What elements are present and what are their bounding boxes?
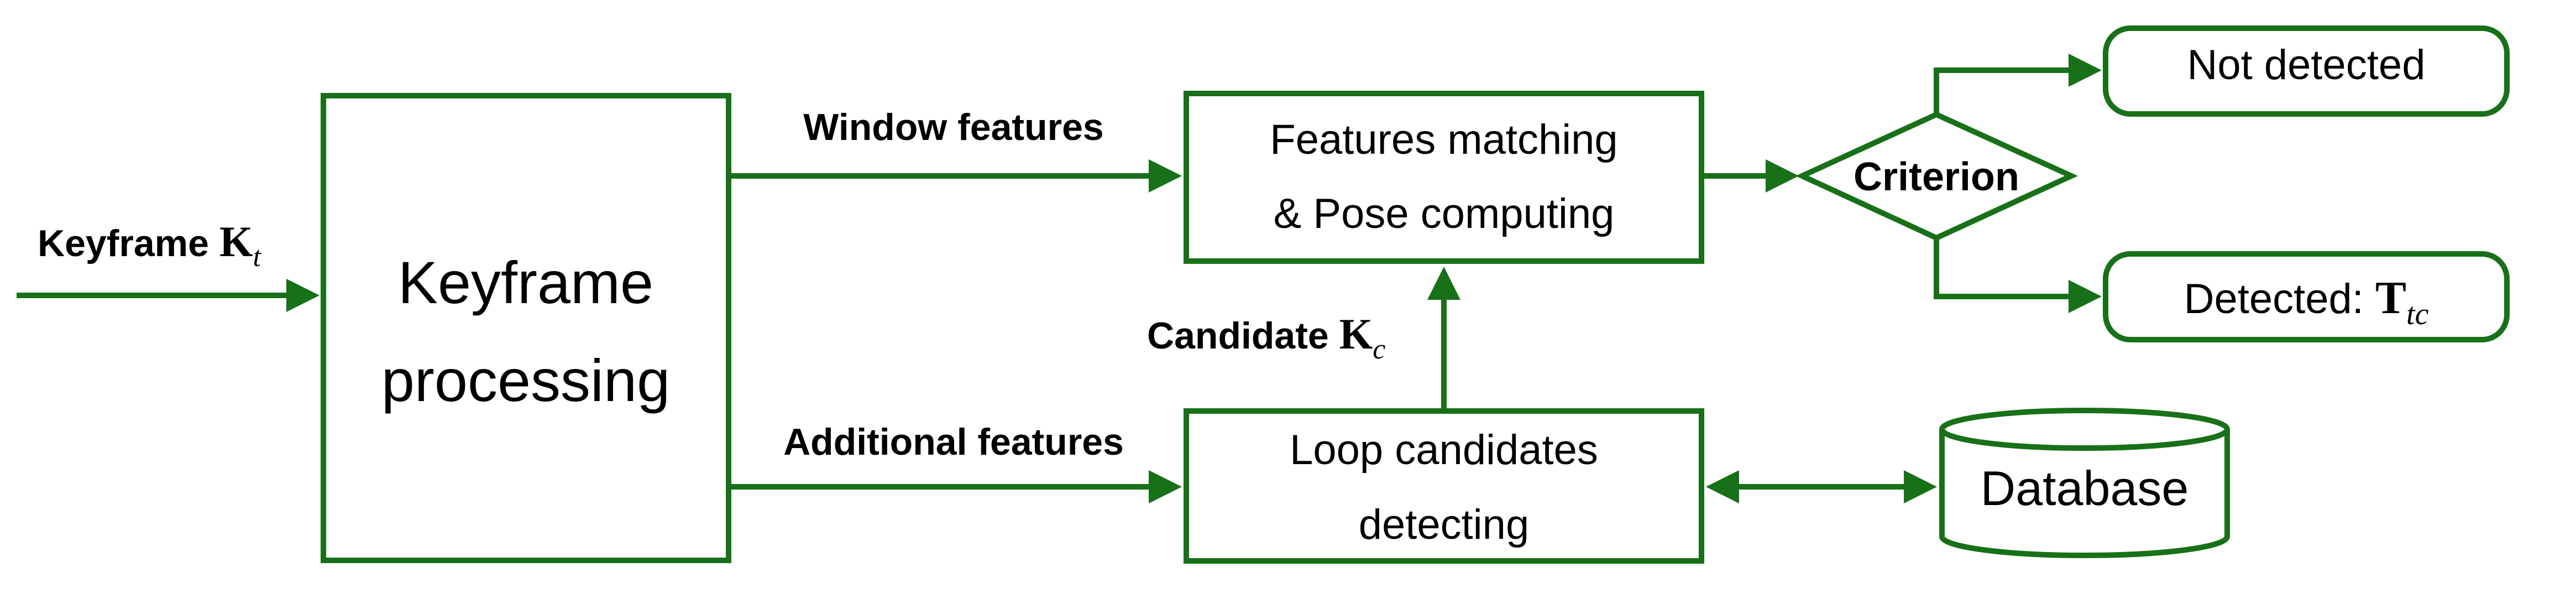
window-features-label: Window features [803,106,1103,148]
candidate-label: Candidate Kc [1147,310,1385,365]
keyframe-input-text: Keyframe [38,222,219,264]
not-detected-label: Not detected [2187,41,2426,89]
candidate-subscript: c [1373,334,1385,365]
keyframe-input-label: Keyframe Kt [38,217,262,273]
keyframe-processing-label-1: Keyframe [398,249,653,316]
keyframe-processing-box [321,93,731,563]
candidate-symbol: K [1339,310,1373,358]
detected-text: Detected: [2184,275,2375,322]
detected-label: Detected: Ttc [2184,272,2429,331]
detected-subscript: tc [2406,297,2429,331]
detected-box [2103,251,2510,342]
not-detected-box [2103,25,2510,117]
not-detected-arrow [1934,54,2102,115]
features-matching-label-2: & Pose computing [1274,190,1615,237]
detected-arrow [1934,238,2102,313]
loop-candidates-label-1: Loop candidates [1290,426,1598,474]
keyframe-input-subscript: t [253,241,262,273]
database-label: Database [1981,461,2189,516]
additional-features-label: Additional features [783,421,1124,463]
criterion-diamond [1795,111,2078,241]
features-matching-label-1: Features matching [1270,116,1617,163]
detected-symbol: T [2375,272,2406,324]
candidate-text: Candidate [1147,315,1339,357]
loop-candidates-label-2: detecting [1359,501,1529,548]
keyframe-processing-label-2: processing [381,347,670,414]
keyframe-input-symbol: K [219,217,253,266]
database-cylinder [1939,408,2230,558]
criterion-label: Criterion [1854,155,2019,199]
